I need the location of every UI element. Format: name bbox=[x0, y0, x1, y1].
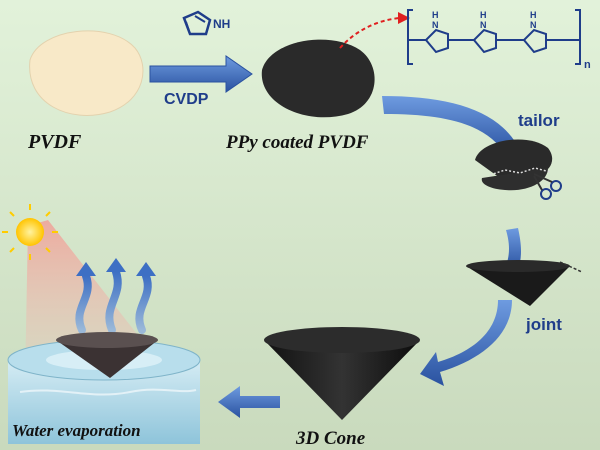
vapor-arrow-icon bbox=[75, 268, 152, 334]
3d-cone bbox=[264, 327, 420, 420]
polymer-n-1: N bbox=[432, 20, 439, 30]
evaporator-cone bbox=[56, 332, 158, 378]
scissors-icon bbox=[533, 173, 562, 200]
polymer-h-3: H bbox=[530, 10, 537, 20]
joint-down-arrow bbox=[506, 228, 521, 270]
polymer-h-2: H bbox=[480, 10, 487, 20]
polymer-n-3: N bbox=[530, 20, 537, 30]
cone-curve-arrow bbox=[420, 300, 512, 386]
pvdf-label: PVDF bbox=[27, 131, 82, 153]
ppy-coated-membrane bbox=[261, 39, 375, 118]
polymer-n-2: N bbox=[480, 20, 487, 30]
sun-icon bbox=[2, 204, 58, 260]
joint-cone bbox=[466, 260, 583, 306]
red-arrow-head bbox=[398, 12, 410, 24]
3d-cone-label: 3D Cone bbox=[295, 428, 366, 449]
pyrrole-icon bbox=[182, 10, 212, 36]
polypyrrole-chain bbox=[407, 9, 581, 65]
vapor-arrow-heads bbox=[76, 258, 156, 276]
tailor-label: tailor bbox=[518, 111, 560, 130]
tailor-curve-arrow bbox=[382, 96, 520, 156]
tailored-membrane bbox=[475, 139, 553, 191]
cvdp-arrow bbox=[149, 55, 253, 93]
evaporation-left-arrow bbox=[218, 386, 280, 418]
pvdf-membrane bbox=[29, 30, 144, 116]
ppy-coated-label: PPy coated PVDF bbox=[225, 132, 369, 153]
cvdp-label: CVDP bbox=[164, 91, 209, 108]
polymer-h-1: H bbox=[432, 10, 439, 20]
water-evaporation-label: Water evaporation bbox=[12, 421, 141, 440]
pyrrole-nh-label: NH bbox=[213, 17, 230, 31]
polymer-subscript: n bbox=[584, 59, 591, 71]
joint-label: joint bbox=[525, 315, 562, 334]
